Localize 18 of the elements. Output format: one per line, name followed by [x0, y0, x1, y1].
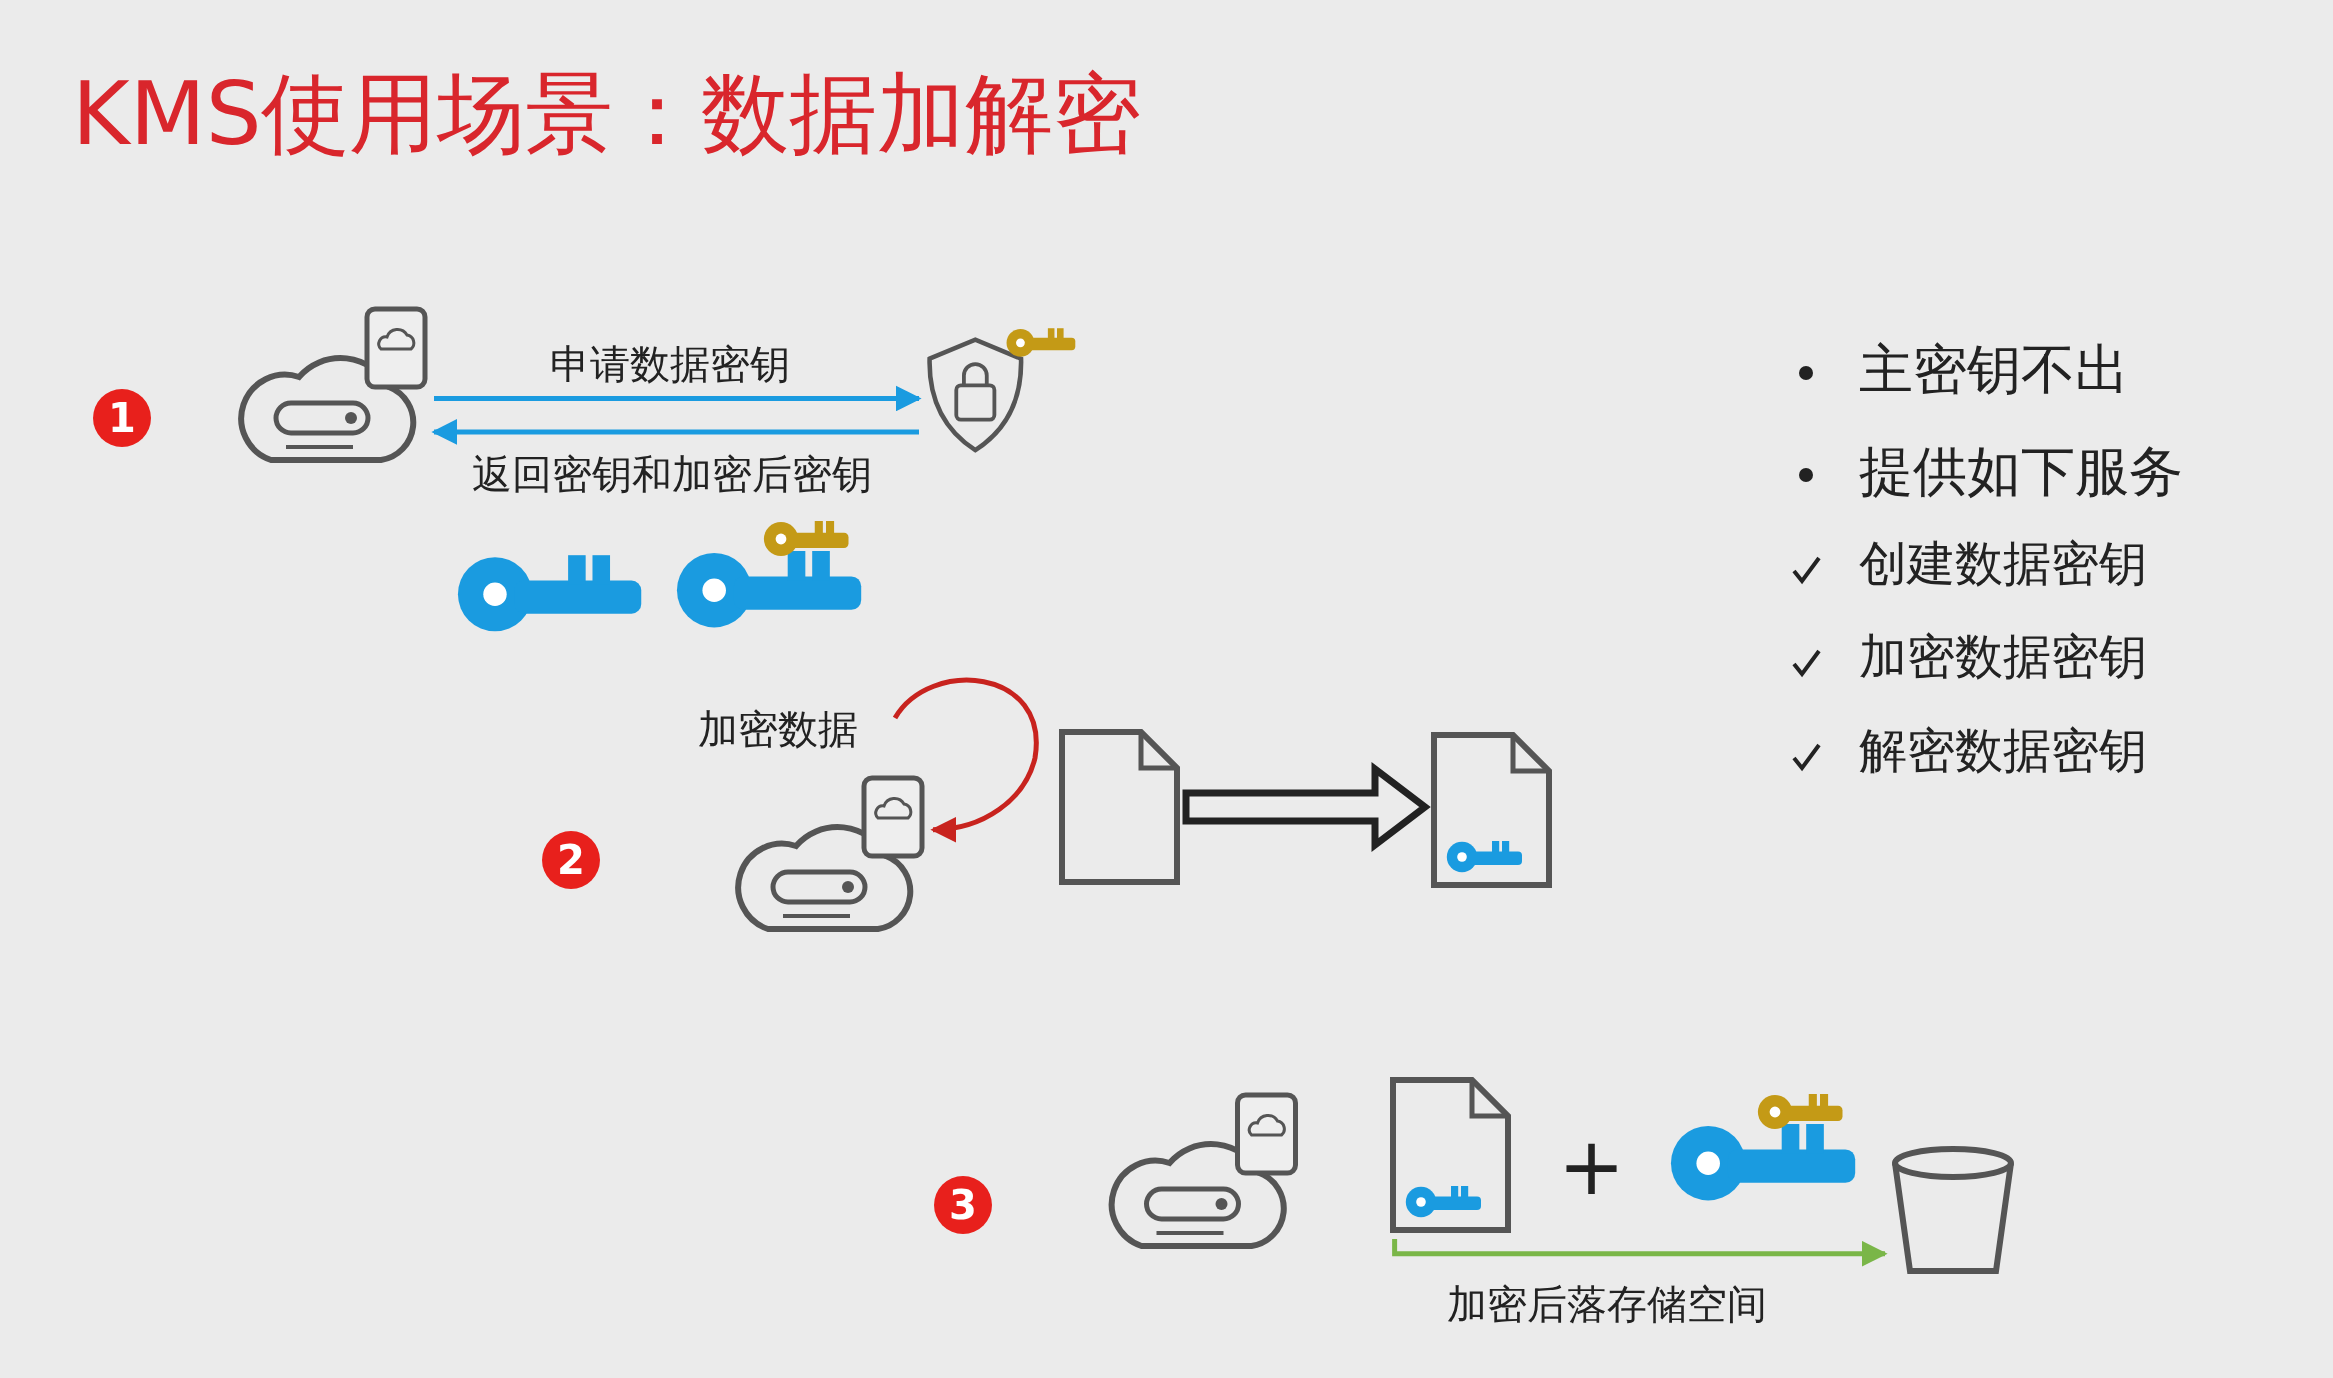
- bullet-text: 提供如下服务: [1859, 440, 2183, 505]
- checklist-item: 解密数据密钥: [1859, 722, 2147, 780]
- document-icon: [1056, 726, 1183, 888]
- bullet-text: 主密钥不出: [1859, 338, 2129, 403]
- plus-sign: +: [1558, 1120, 1626, 1213]
- arrow: [1392, 1239, 1888, 1267]
- encrypted-document-icon: [1428, 729, 1555, 891]
- slide-title: KMS使用场景：数据加解密: [72, 61, 1142, 167]
- checklist-item: 创建数据密钥: [1859, 535, 2147, 593]
- step-number: 2: [542, 831, 600, 889]
- step-number: 1: [93, 389, 151, 447]
- encrypted-document-icon: [1387, 1074, 1514, 1236]
- step-number: 3: [934, 1176, 992, 1234]
- arrow: [431, 418, 919, 445]
- arrow: [1182, 761, 1431, 853]
- arrow: [893, 677, 1039, 842]
- arrow: [434, 385, 922, 412]
- checklist-item: 加密数据密钥: [1859, 628, 2147, 686]
